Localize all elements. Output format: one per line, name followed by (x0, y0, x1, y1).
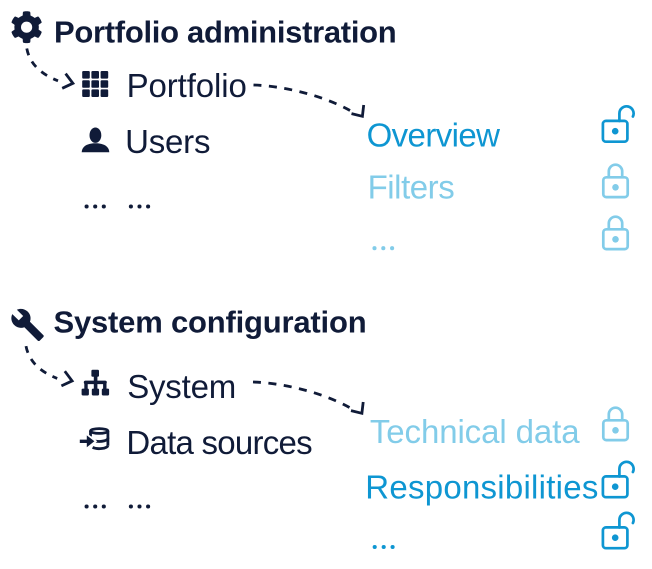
svg-text:Technical data: Technical data (370, 413, 580, 450)
svg-text:Overview: Overview (367, 116, 500, 153)
svg-text:System configuration: System configuration (54, 304, 367, 339)
svg-text:Responsibilities: Responsibilities (365, 469, 598, 506)
svg-text:Portfolio: Portfolio (127, 67, 247, 104)
svg-text:System: System (127, 368, 236, 405)
svg-text:Portfolio administration: Portfolio administration (54, 15, 396, 50)
svg-text:Filters: Filters (368, 168, 455, 205)
svg-text:Data sources: Data sources (126, 424, 312, 461)
svg-text:Users: Users (125, 123, 210, 160)
